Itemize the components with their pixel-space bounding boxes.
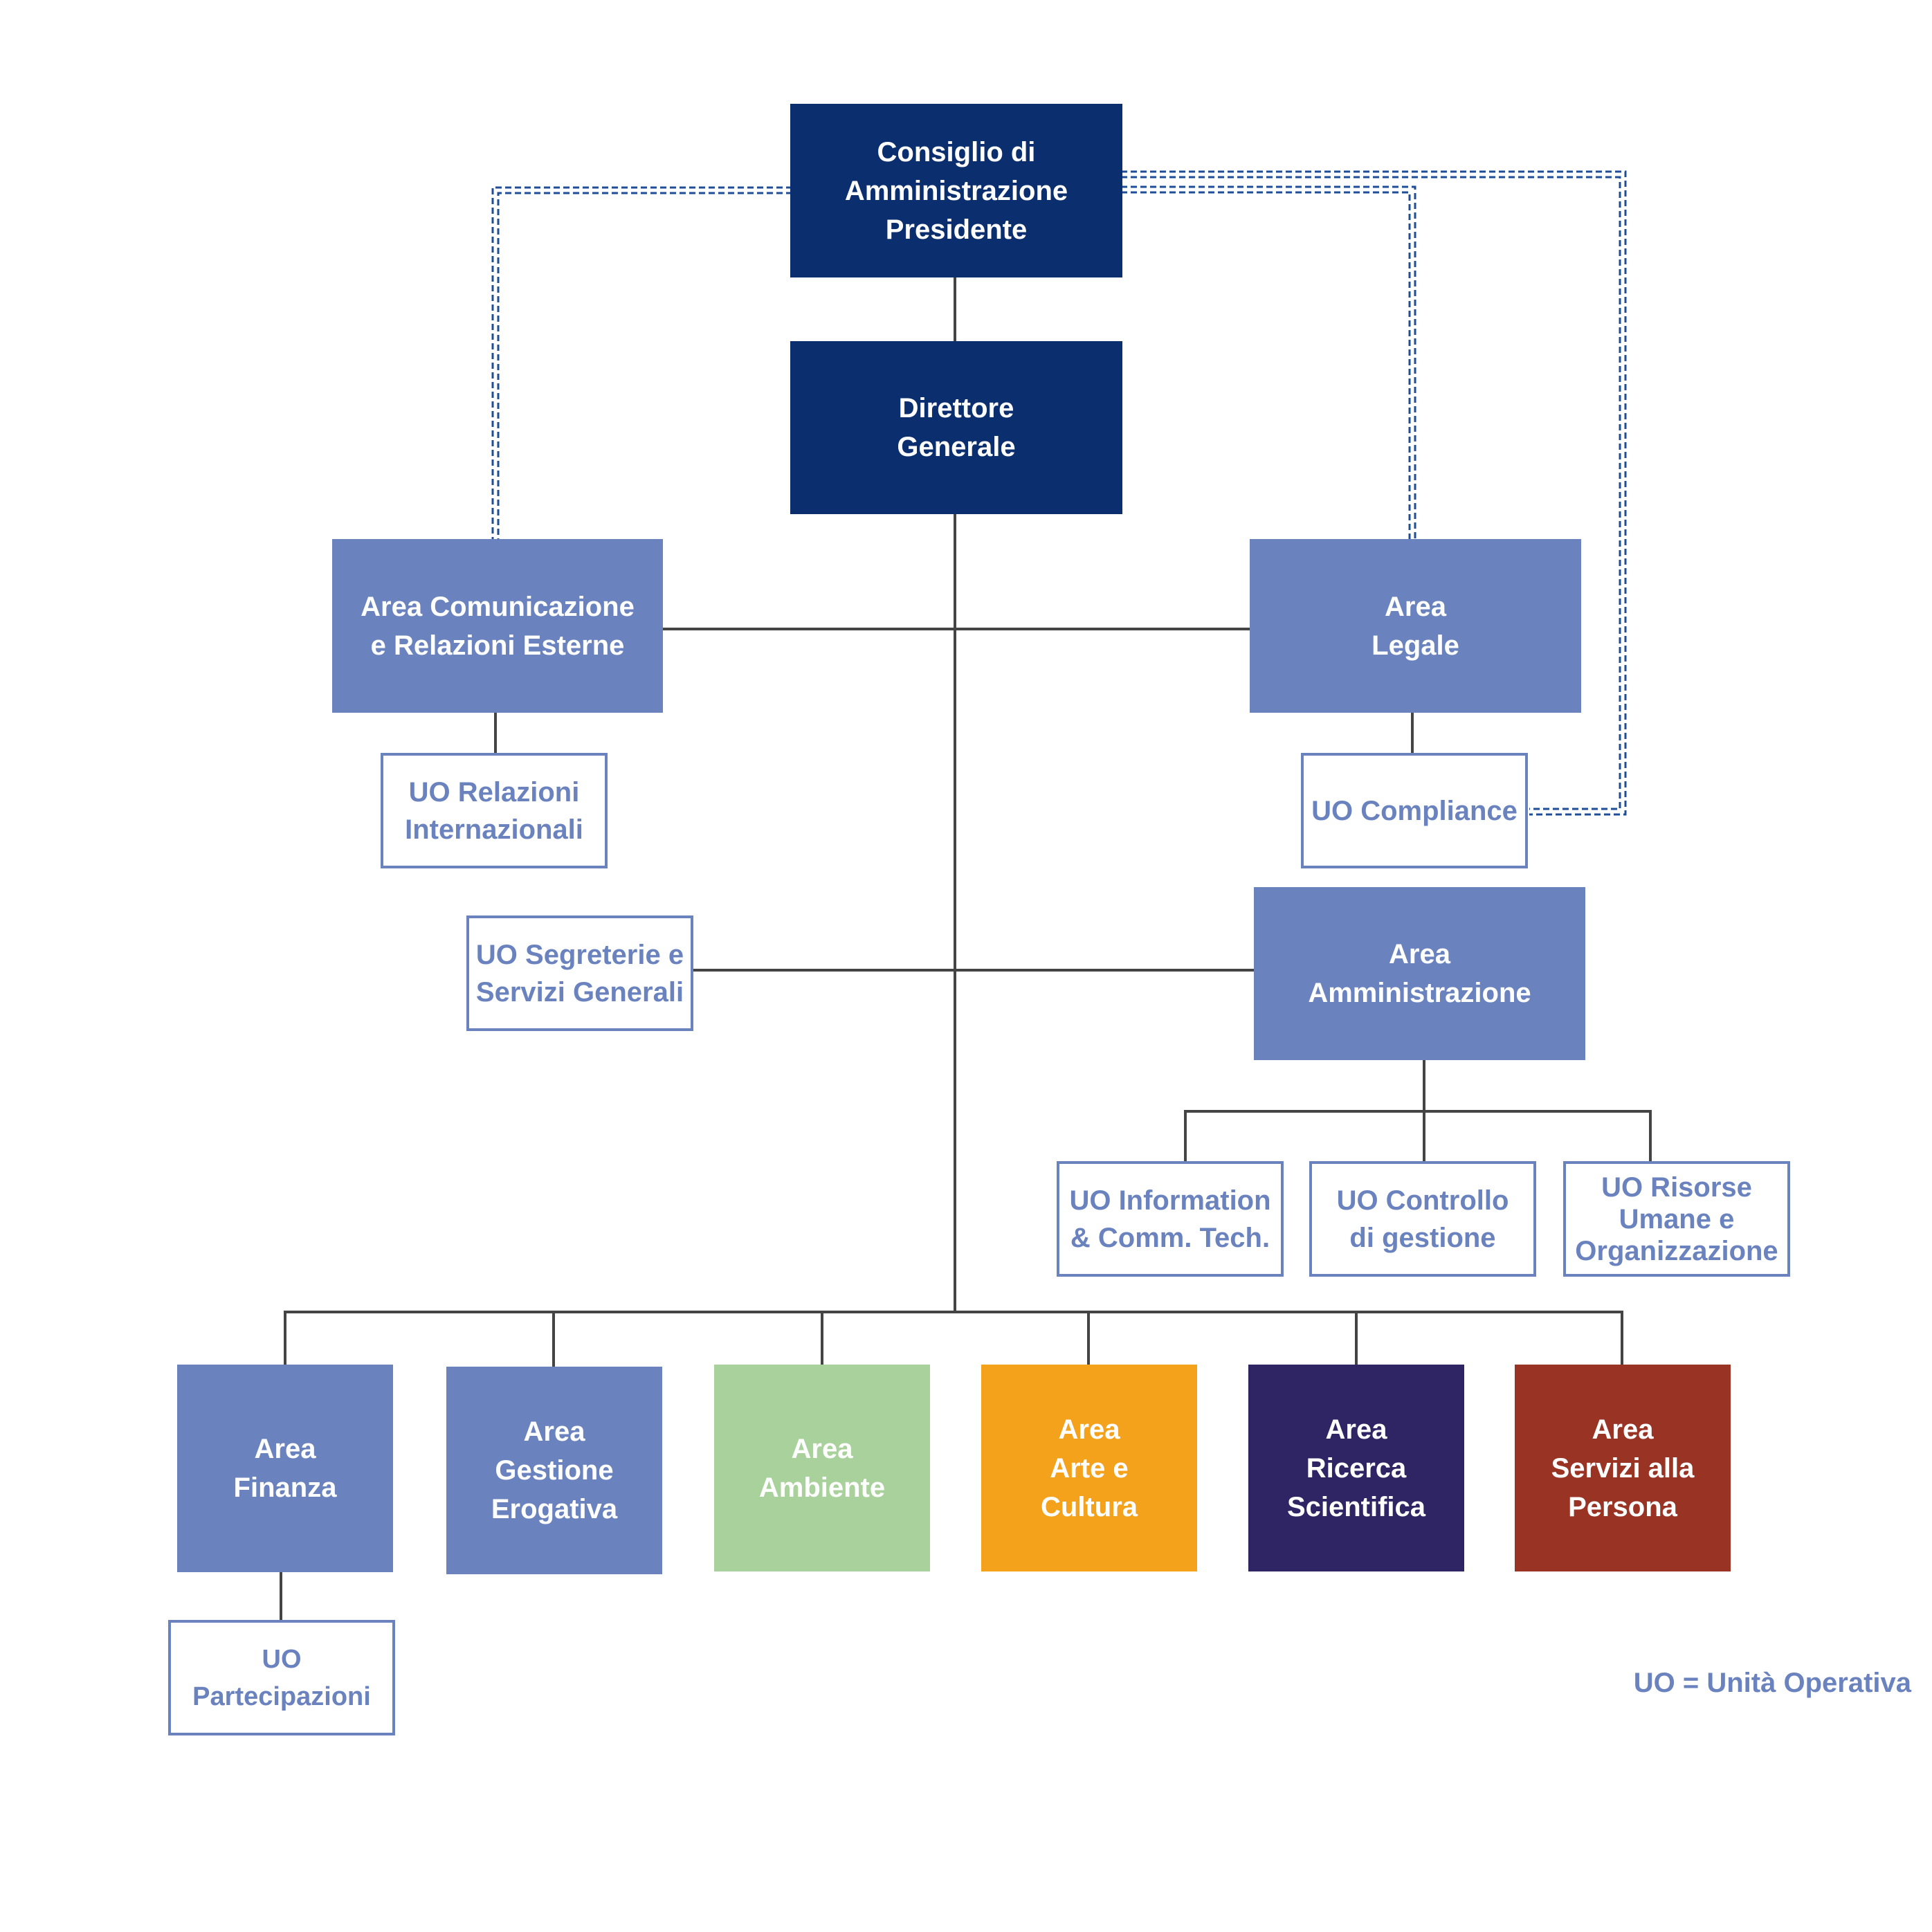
node-uo-partecipazioni: UO Partecipazioni	[168, 1620, 395, 1735]
node-area-comunicazione: Area Comunicazione e Relazioni Esterne	[332, 539, 663, 713]
node-uo-controllo: UO Controllo di gestione	[1309, 1161, 1536, 1277]
node-area-servizi: Area Servizi alla Persona	[1515, 1365, 1731, 1571]
node-area-gestione: Area Gestione Erogativa	[446, 1367, 662, 1574]
dashed-consiglio-comunicazione-b	[497, 192, 792, 540]
node-area-amministrazione: Area Amministrazione	[1254, 887, 1585, 1060]
node-uo-ict: UO Information & Comm. Tech.	[1057, 1161, 1284, 1277]
node-area-ricerca: Area Ricerca Scientifica	[1248, 1365, 1464, 1571]
node-direttore: Direttore Generale	[790, 341, 1122, 514]
node-uo-compliance: UO Compliance	[1301, 753, 1528, 868]
node-area-ambiente: Area Ambiente	[714, 1365, 930, 1571]
dashed-consiglio-comunicazione-a	[491, 186, 792, 540]
dashed-consiglio-legale-b	[1121, 191, 1411, 540]
node-area-legale: Area Legale	[1250, 539, 1581, 713]
node-uo-risorse: UO Risorse Umane e Organizzazione	[1563, 1161, 1790, 1277]
legend-text: UO = Unità Operativa	[1633, 1668, 1911, 1698]
node-uo-relazioni: UO Relazioni Internazionali	[381, 753, 608, 868]
dashed-consiglio-compliance-a	[1121, 170, 1627, 816]
node-area-finanza: Area Finanza	[177, 1365, 393, 1572]
node-area-arte: Area Arte e Cultura	[981, 1365, 1197, 1571]
solid-connectors	[280, 277, 1652, 1620]
node-uo-segreterie: UO Segreterie e Servizi Generali	[466, 915, 693, 1031]
dashed-consiglio-compliance-b	[1121, 176, 1621, 810]
dashed-connectors	[491, 170, 1627, 816]
node-consiglio: Consiglio di Amministrazione Presidente	[790, 104, 1122, 277]
dashed-consiglio-legale-a	[1121, 185, 1416, 540]
